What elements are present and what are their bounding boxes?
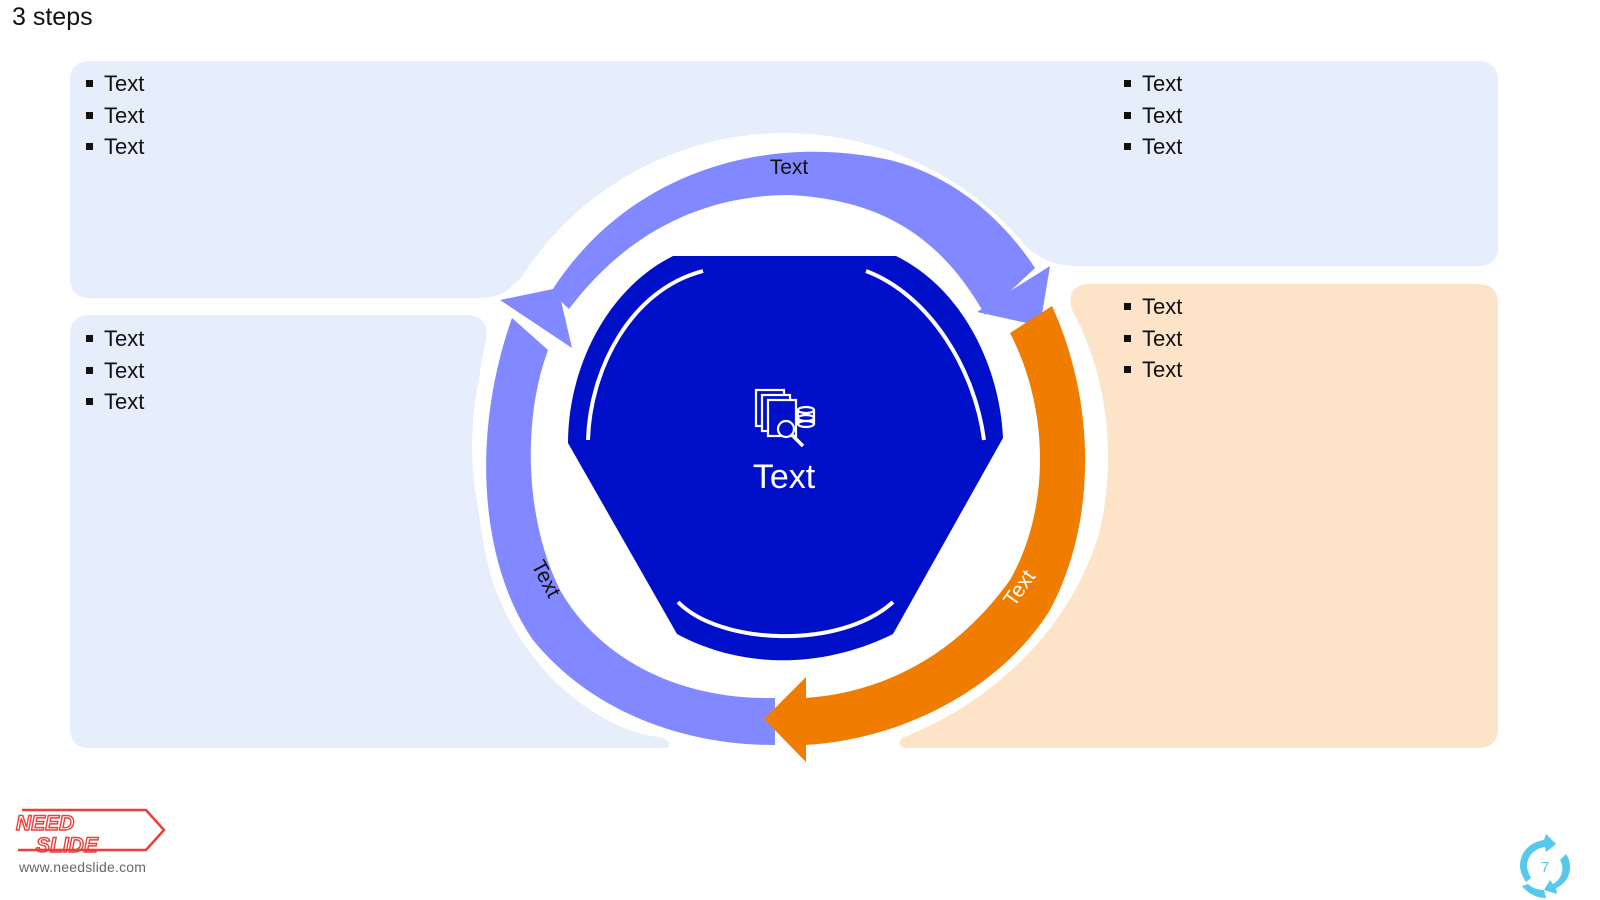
bullet-item: Text xyxy=(70,68,144,100)
document-search-icon xyxy=(754,388,816,448)
panel-top xyxy=(70,61,1498,298)
needslide-logo: NEED SLIDE xyxy=(15,808,166,858)
bullet-list-middle-left: Text Text Text xyxy=(70,323,144,418)
bullet-item: Text xyxy=(1108,323,1182,355)
bullet-list-top-right: Text Text Text xyxy=(1108,68,1182,163)
page-number: 7 xyxy=(1541,859,1549,876)
center-label: Text xyxy=(753,458,816,496)
bullet-item: Text xyxy=(70,386,144,418)
arrow-right xyxy=(764,306,1086,762)
panel-middle-right xyxy=(899,284,1498,748)
bullet-list-middle-right: Text Text Text xyxy=(1108,291,1182,386)
arrow-top xyxy=(551,151,1050,326)
bullet-item: Text xyxy=(70,355,144,387)
panel-middle-left xyxy=(70,315,669,748)
arrow-left xyxy=(486,288,775,745)
bullet-item: Text xyxy=(1108,131,1182,163)
bullet-item: Text xyxy=(70,100,144,132)
center-hub xyxy=(568,256,1003,661)
bullet-item: Text xyxy=(1108,291,1182,323)
page-number-badge: 7 xyxy=(1520,834,1571,898)
bullet-item: Text xyxy=(1108,68,1182,100)
arrow-top-label: Text xyxy=(770,156,809,179)
slide-title: 3 steps xyxy=(12,3,93,31)
bullet-list-top-left: Text Text Text xyxy=(70,68,144,163)
logo-url: www.needslide.com xyxy=(19,859,147,875)
bullet-item: Text xyxy=(1108,354,1182,386)
svg-text:NEED: NEED xyxy=(16,812,74,835)
bullet-item: Text xyxy=(1108,100,1182,132)
bullet-item: Text xyxy=(70,131,144,163)
bullet-item: Text xyxy=(70,323,144,355)
svg-text:SLIDE: SLIDE xyxy=(36,834,99,857)
